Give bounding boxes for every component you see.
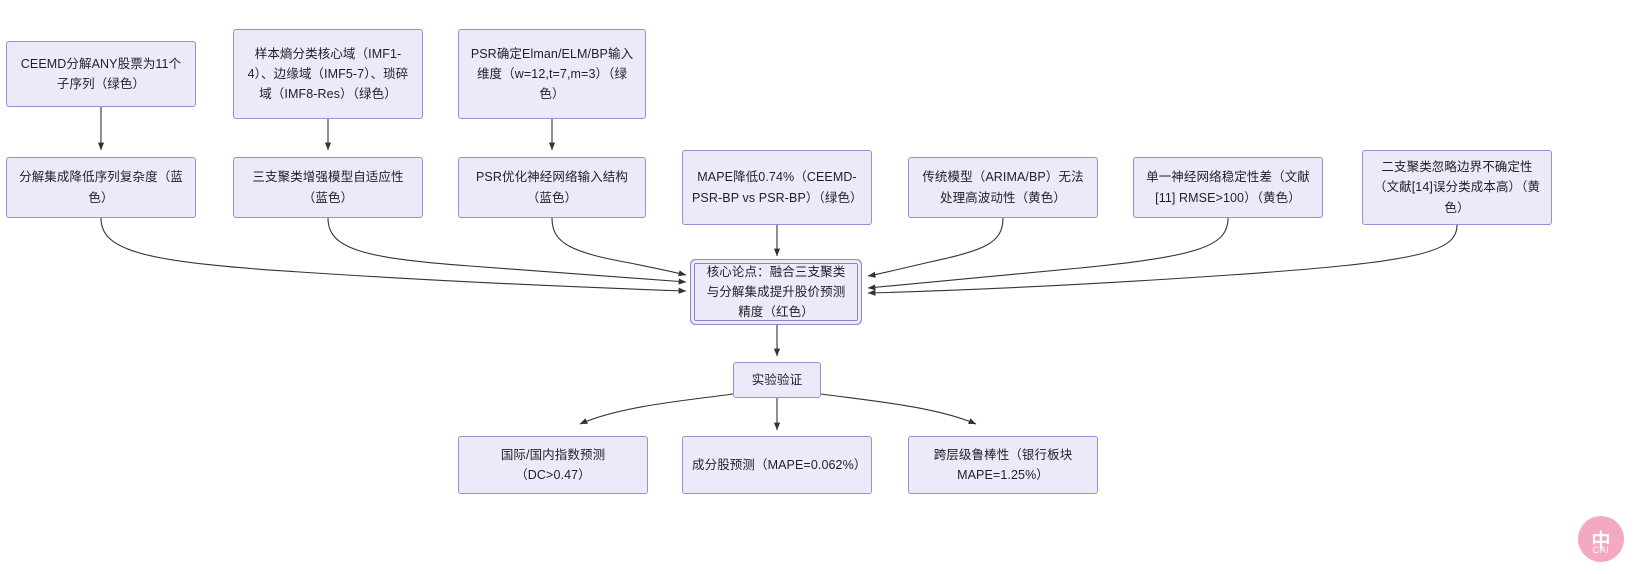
node-label: 跨层级鲁棒性（银行板块MAPE=1.25%） [933, 447, 1073, 482]
edge-exp-b3 [820, 393, 977, 425]
node-label: 实验验证 [751, 372, 803, 387]
node-core-thesis[interactable]: 核心论点：融合三支聚类与分解集成提升股价预测精度（红色） [694, 263, 858, 321]
watermark-char: 中 [1591, 530, 1611, 552]
node-label: 国际/国内指数预测（DC>0.47） [500, 447, 606, 482]
node-psr-input-dimension[interactable]: PSR确定Elman/ELM/BP输入维度（w=12,t=7,m=3）（绿色） [458, 29, 646, 119]
node-label: CEEMD分解ANY股票为11个子序列（绿色） [20, 56, 182, 91]
node-experimental-validation[interactable]: 实验验证 [733, 362, 821, 398]
node-label: 分解集成降低序列复杂度（蓝色） [19, 170, 183, 205]
node-label: PSR优化神经网络输入结构（蓝色） [475, 170, 628, 205]
edge-n4-core [100, 217, 687, 294]
node-three-way-clustering-adaptivity[interactable]: 三支聚类增强模型自适应性（蓝色） [233, 157, 423, 218]
node-psr-optimize-nn-input[interactable]: PSR优化神经网络输入结构（蓝色） [458, 157, 646, 218]
edge-n10-core [867, 224, 1458, 296]
node-traditional-model-limitation[interactable]: 传统模型（ARIMA/BP）无法处理高波动性（黄色） [908, 157, 1098, 218]
node-label: 样本熵分类核心域（IMF1-4）、边缘域（IMF5-7）、琐碎域（IMF8-Re… [247, 46, 409, 102]
watermark-badge: 中 CAI [1578, 516, 1624, 562]
node-single-nn-instability[interactable]: 单一神经网络稳定性差（文献[11] RMSE>100）（黄色） [1133, 157, 1323, 218]
node-label: 传统模型（ARIMA/BP）无法处理高波动性（黄色） [922, 170, 1084, 205]
edge-n6-core [551, 217, 687, 277]
node-label: 成分股预测（MAPE=0.062%） [692, 457, 867, 472]
node-label: 三支聚类增强模型自适应性（蓝色） [252, 170, 404, 205]
node-constituent-stock-forecast-result[interactable]: 成分股预测（MAPE=0.062%） [682, 436, 872, 494]
node-label: 单一神经网络稳定性差（文献[11] RMSE>100）（黄色） [1146, 170, 1310, 205]
watermark-subtext: CAI [1592, 545, 1610, 555]
edge-n8-core [867, 217, 1004, 278]
node-label: PSR确定Elman/ELM/BP输入维度（w=12,t=7,m=3）（绿色） [470, 46, 634, 102]
node-ceemd-decompose[interactable]: CEEMD分解ANY股票为11个子序列（绿色） [6, 41, 196, 107]
node-index-forecast-result[interactable]: 国际/国内指数预测（DC>0.47） [458, 436, 648, 494]
edge-n5-core [327, 217, 687, 285]
edge-exp-b1 [579, 393, 734, 425]
node-label: 二支聚类忽略边界不确定性（文献[14]误分类成本高）（黄色） [1373, 160, 1541, 215]
node-two-way-clustering-boundary[interactable]: 二支聚类忽略边界不确定性（文献[14]误分类成本高）（黄色） [1362, 150, 1552, 225]
edge-n9-core [867, 217, 1229, 291]
node-cross-level-robustness-result[interactable]: 跨层级鲁棒性（银行板块MAPE=1.25%） [908, 436, 1098, 494]
node-sample-entropy-classify[interactable]: 样本熵分类核心域（IMF1-4）、边缘域（IMF5-7）、琐碎域（IMF8-Re… [233, 29, 423, 119]
node-reduce-sequence-complexity[interactable]: 分解集成降低序列复杂度（蓝色） [6, 157, 196, 218]
node-mape-reduction[interactable]: MAPE降低0.74%（CEEMD-PSR-BP vs PSR-BP）（绿色） [682, 150, 872, 225]
node-label: 核心论点：融合三支聚类与分解集成提升股价预测精度（红色） [706, 264, 846, 320]
node-label: MAPE降低0.74%（CEEMD-PSR-BP vs PSR-BP）（绿色） [692, 170, 863, 205]
